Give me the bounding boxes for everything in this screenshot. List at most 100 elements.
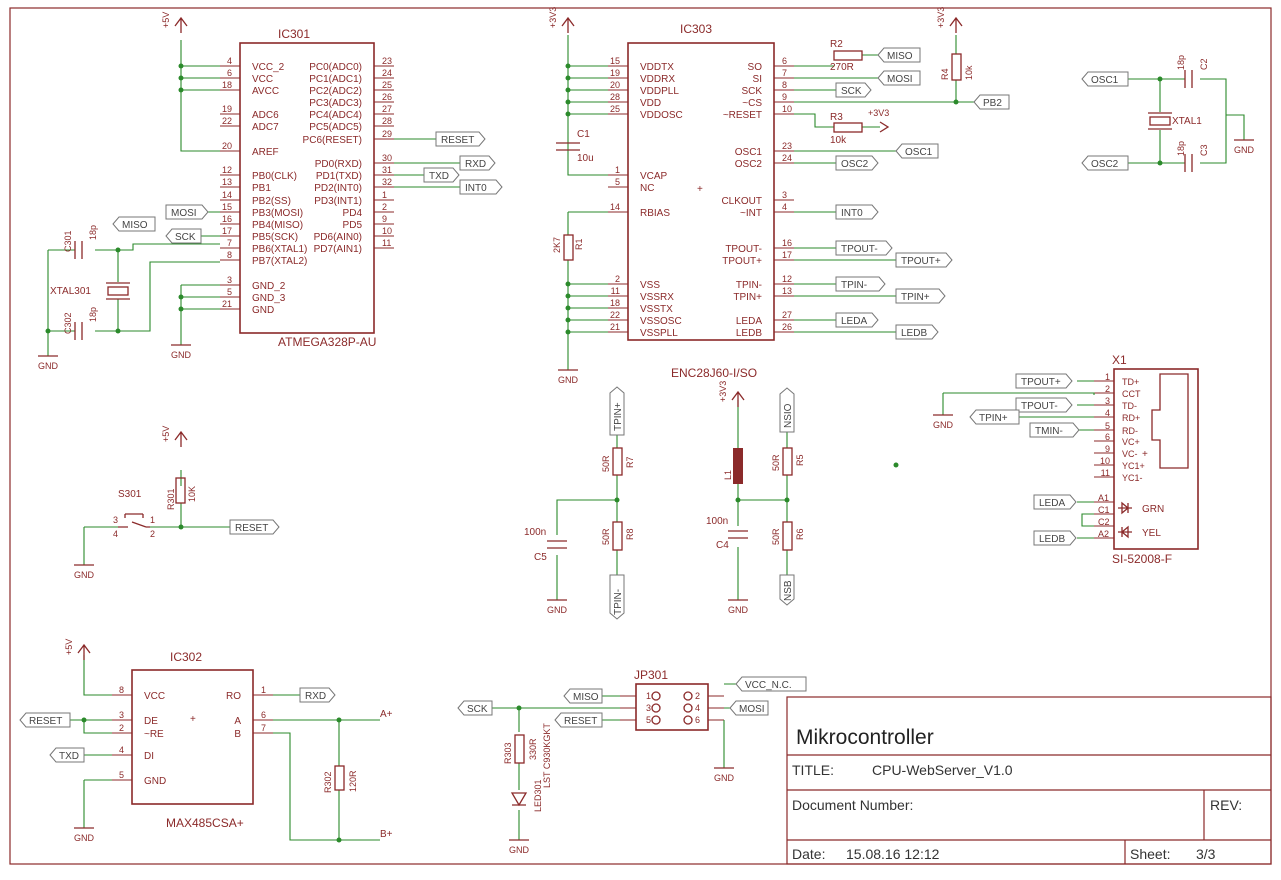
ic302-left-pin-number: 3 (119, 710, 124, 720)
net-leda-ic303-text: LEDA (841, 316, 867, 327)
c301-name: C301 (63, 230, 73, 252)
ic301-right-pin-number: 28 (382, 116, 392, 126)
x1-pin-name: VC- (1122, 449, 1138, 459)
ic301-right-pin-number: 29 (382, 129, 392, 139)
net-osc2-ic303: OSC2 (835, 155, 879, 171)
r3-symbol (833, 122, 863, 133)
gnd-x1-label: GND (933, 420, 954, 430)
ic303-right-pin-number: 7 (782, 68, 787, 78)
ic303-left-pin-number: 14 (610, 202, 620, 212)
c4-name: C4 (716, 540, 729, 551)
xtal1-symbol (1149, 116, 1171, 126)
l1-symbol (733, 448, 743, 484)
ic301-right-pins: 23PC0(ADC0)24PC1(ADC1)25PC2(ADC2)26PC3(A… (303, 56, 394, 255)
net-tpin-bottom-r8: TPIN- (609, 574, 625, 620)
c301-value: 18p (88, 225, 98, 240)
supply-3v3-ic303-label: +3V3 (548, 7, 558, 28)
ic301-left-pin-name: PB0(CLK) (252, 171, 297, 182)
net-reset-ic301-shape (435, 131, 486, 147)
ic303-left-pin-number: 19 (610, 68, 620, 78)
c302-name: C302 (63, 312, 73, 334)
ic301-left-pins: 4VCC_26VCC18AVCC19ADC622ADC720AREF12PB0(… (220, 56, 307, 316)
net-rxd-ic301: RXD (459, 155, 496, 171)
svg-text:4: 4 (113, 529, 118, 539)
net-tpin-m-ic303-shape (835, 276, 886, 292)
date-value: 15.08.16 12:12 (846, 846, 940, 862)
x1-pin-number: 5 (1105, 421, 1110, 431)
gnd-c4-label: GND (728, 605, 749, 615)
net-tpin-top-r7-text: TPIN+ (613, 402, 624, 431)
ic302-part: MAX485CSA+ (166, 816, 244, 830)
x1-origin-mark: + (1142, 449, 1148, 460)
x1-pin-name: RD+ (1122, 413, 1140, 423)
ic301-left-pin-name: PB5(SCK) (252, 232, 298, 243)
ic301-left-pin-name: GND_3 (252, 293, 286, 304)
c5-symbol (547, 540, 567, 549)
net-ledb-ic303-text: LEDB (901, 328, 927, 339)
net-b-plus: B+ (380, 829, 393, 840)
x1-led-yel-label: YEL (1142, 528, 1161, 539)
net-osc1-xtal1-text: OSC1 (1091, 75, 1119, 86)
r302-value: 120R (348, 770, 358, 792)
net-leda-x1-shape (1033, 494, 1077, 510)
c3-symbol (1184, 154, 1193, 172)
net-int0-ic301: INT0 (459, 179, 503, 195)
ic303-right-pin-name: LEDA (736, 316, 762, 327)
ic301-left-pin-name: ADC7 (252, 122, 279, 133)
net-reset-jp301-shape (554, 712, 603, 728)
x1-pin-number: 4 (1105, 408, 1110, 418)
net-tpout-m-ic303-shape (835, 240, 893, 256)
net-osc2-ic303-shape (835, 155, 879, 171)
ic301-right-pin-name: PC2(ADC2) (309, 86, 362, 97)
ic303-left-pin-number: 21 (610, 322, 620, 332)
net-tpin-p-x1-text: TPIN+ (979, 413, 1008, 424)
net-sck-jp301-text: SCK (467, 704, 488, 715)
x1-pin-number: 11 (1101, 468, 1110, 478)
net-miso-ic303-text: MISO (887, 51, 913, 62)
gnd-ic302-label: GND (74, 833, 95, 843)
ic301-right-pin-number: 24 (382, 68, 392, 78)
r303-value: 330R (528, 738, 538, 760)
net-reset-ic302-shape (19, 712, 71, 728)
net-nsb-r6-text: NSB (783, 580, 794, 601)
x1-pin-name: TD+ (1122, 377, 1139, 387)
ic301-left-pin-name: PB2(SS) (252, 196, 291, 207)
net-reset-ic302: RESET (19, 712, 71, 728)
led301-name: LED301 (533, 779, 543, 812)
ic303-origin-mark: + (697, 184, 703, 195)
ic303-right-pin-name: TPOUT+ (722, 256, 762, 267)
ic302-left-pin-number: 8 (119, 685, 124, 695)
svg-text:3: 3 (113, 515, 118, 525)
ic303-right-pin-number: 13 (782, 286, 792, 296)
net-ledb-x1-text: LEDB (1039, 534, 1065, 545)
net-tpout-p-ic303-text: TPOUT+ (901, 256, 941, 267)
ic303-left-pin-name: NC (640, 183, 654, 194)
ic301-left-pin-number: 22 (222, 116, 232, 126)
net-tpin-m-ic303-text: TPIN- (841, 280, 867, 291)
r8-name: R8 (625, 528, 635, 540)
net-sck-ic303: SCK (835, 82, 872, 98)
supply-5v-r301: +5V (161, 426, 188, 447)
net-mosi-ic301-text: MOSI (171, 208, 197, 219)
supply-3v3-l1: +3V3 (718, 381, 745, 407)
r3-value: 10k (830, 135, 847, 146)
ic301-right-pin-name: PC5(ADC5) (309, 122, 362, 133)
net-nsb-r6: NSB (779, 574, 795, 606)
x1-pin-number: 6 (1105, 432, 1110, 442)
ic303-left-pin-name: VSS (640, 280, 660, 291)
net-nsio-r5-text: NSIO (783, 403, 794, 428)
net-osc2-xtal1-shape (1081, 155, 1129, 171)
ic301-right-pin-number: 26 (382, 92, 392, 102)
xtal1-name: XTAL1 (1172, 116, 1202, 127)
net-reset-ic301-text: RESET (441, 135, 474, 146)
net-sck-ic301-shape (165, 228, 202, 244)
gnd-ic303-label: GND (558, 375, 579, 385)
net-mosi-ic303: MOSI (877, 70, 921, 86)
ic303-left-pin-name: RBIAS (640, 208, 670, 219)
ic303-left-pin-number: 11 (611, 286, 620, 296)
net-tpin-m-ic303: TPIN- (835, 276, 886, 292)
